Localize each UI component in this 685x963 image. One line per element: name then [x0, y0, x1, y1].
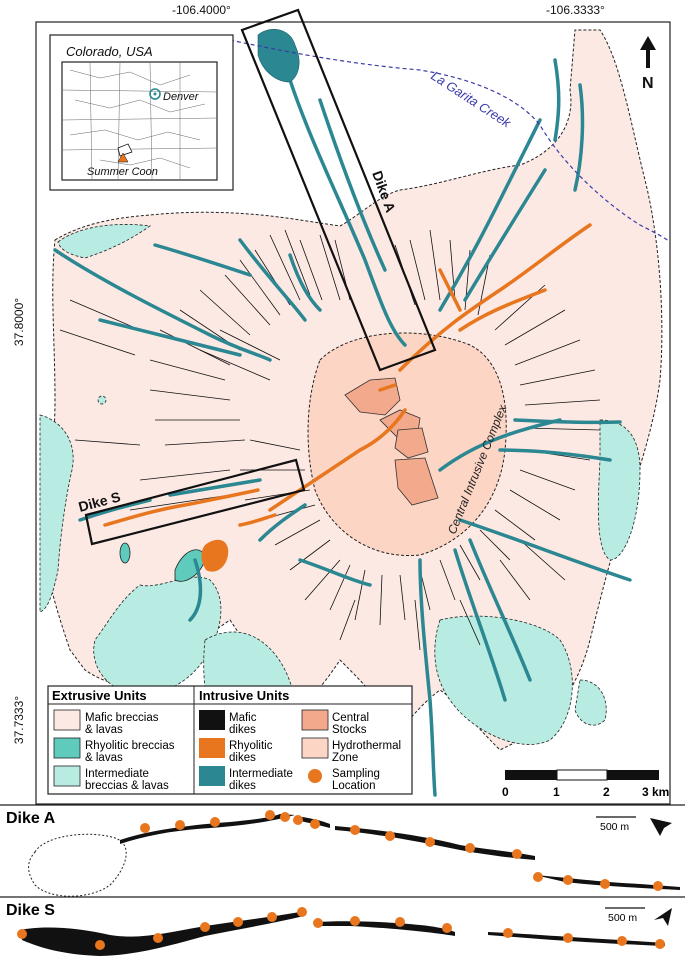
- dike-a-title: Dike A: [6, 810, 56, 827]
- legend-mafic-dikes: Mafic: [229, 712, 257, 724]
- legend-sampling: Sampling: [332, 768, 380, 780]
- legend-intrusive-title: Intrusive Units: [199, 688, 289, 703]
- legend-rhyolitic-breccias-2: & lavas: [85, 752, 123, 764]
- longitude-label-right: -106.3333°: [546, 3, 605, 17]
- scale-tick-0: 0: [502, 785, 509, 799]
- dike-a-blob: [257, 28, 300, 83]
- sampling-location-icon: [308, 769, 322, 783]
- legend-mafic-dikes-2: dikes: [229, 724, 256, 736]
- legend-mafic-breccias: Mafic breccias: [85, 712, 159, 724]
- legend-extrusive-title: Extrusive Units: [52, 688, 147, 703]
- dike-s-panel: Dike S 500 m: [0, 896, 685, 956]
- site-marker-icon: [117, 152, 129, 163]
- dike-s-sampling-points: [17, 907, 665, 950]
- legend: Extrusive Units Intrusive Units Mafic br…: [47, 685, 413, 795]
- legend-mafic-breccias-2: & lavas: [85, 724, 123, 736]
- scale-tick-3: 3 km: [642, 785, 669, 799]
- dike-a-north-arrow-icon: [650, 818, 672, 836]
- la-garita-creek: [229, 39, 671, 243]
- north-arrow-icon: [640, 36, 656, 68]
- rhyolitic-dikes: [103, 223, 592, 527]
- dike-s-title: Dike S: [6, 902, 55, 919]
- dike-a-scale: 500 m: [600, 821, 629, 833]
- legend-hydrothermal: Hydrothermal: [332, 740, 401, 752]
- legend-intermediate-breccias-2: breccias & lavas: [85, 780, 169, 792]
- legend-hydrothermal-2: Zone: [332, 752, 358, 764]
- scale-tick-1: 1: [553, 785, 560, 799]
- north-label: N: [642, 75, 654, 92]
- legend-rhyolitic-dikes: Rhyolitic: [229, 740, 273, 752]
- dike-s-north-arrow-icon: [654, 908, 672, 926]
- legend-rhyolitic-breccias: Rhyolitic breccias: [85, 740, 175, 752]
- rhyolitic-dike-blob: [201, 539, 229, 572]
- denver-pin-icon: [149, 88, 161, 100]
- legend-central-stocks-2: Stocks: [332, 724, 367, 736]
- dike-a-sampling-points: [140, 810, 663, 891]
- dike-a-box: [240, 8, 437, 372]
- rhyolitic-breccias-unit: [119, 542, 206, 582]
- legend-central-stocks: Central: [332, 712, 369, 724]
- scale-tick-2: 2: [603, 785, 610, 799]
- legend-intermediate-breccias: Intermediate: [85, 768, 149, 780]
- legend-rhyolitic-dikes-2: dikes: [229, 752, 256, 764]
- map-frame: La Garita Creek Central Intrusive Comple…: [35, 8, 671, 805]
- longitude-label-left: -106.4000°: [172, 3, 231, 17]
- dike-a-panel: Dike A 500 m: [0, 804, 685, 897]
- scale-bar: 0 1 2 3 km: [502, 769, 669, 799]
- dike-s-scale: 500 m: [608, 912, 637, 924]
- legend-sampling-2: Location: [332, 780, 375, 792]
- inset-city: Denver: [163, 91, 200, 103]
- legend-intermediate-dikes-2: dikes: [229, 780, 256, 792]
- inset-site: Summer Coon: [87, 166, 158, 178]
- legend-intermediate-dikes: Intermediate: [229, 768, 293, 780]
- inset-title: Colorado, USA: [66, 44, 153, 59]
- intermediate-dikes: [53, 58, 632, 797]
- inset-map: Colorado, USA Denver Summer Coon: [49, 34, 234, 191]
- dike-s-box: [84, 458, 306, 546]
- central-stocks: [344, 377, 439, 506]
